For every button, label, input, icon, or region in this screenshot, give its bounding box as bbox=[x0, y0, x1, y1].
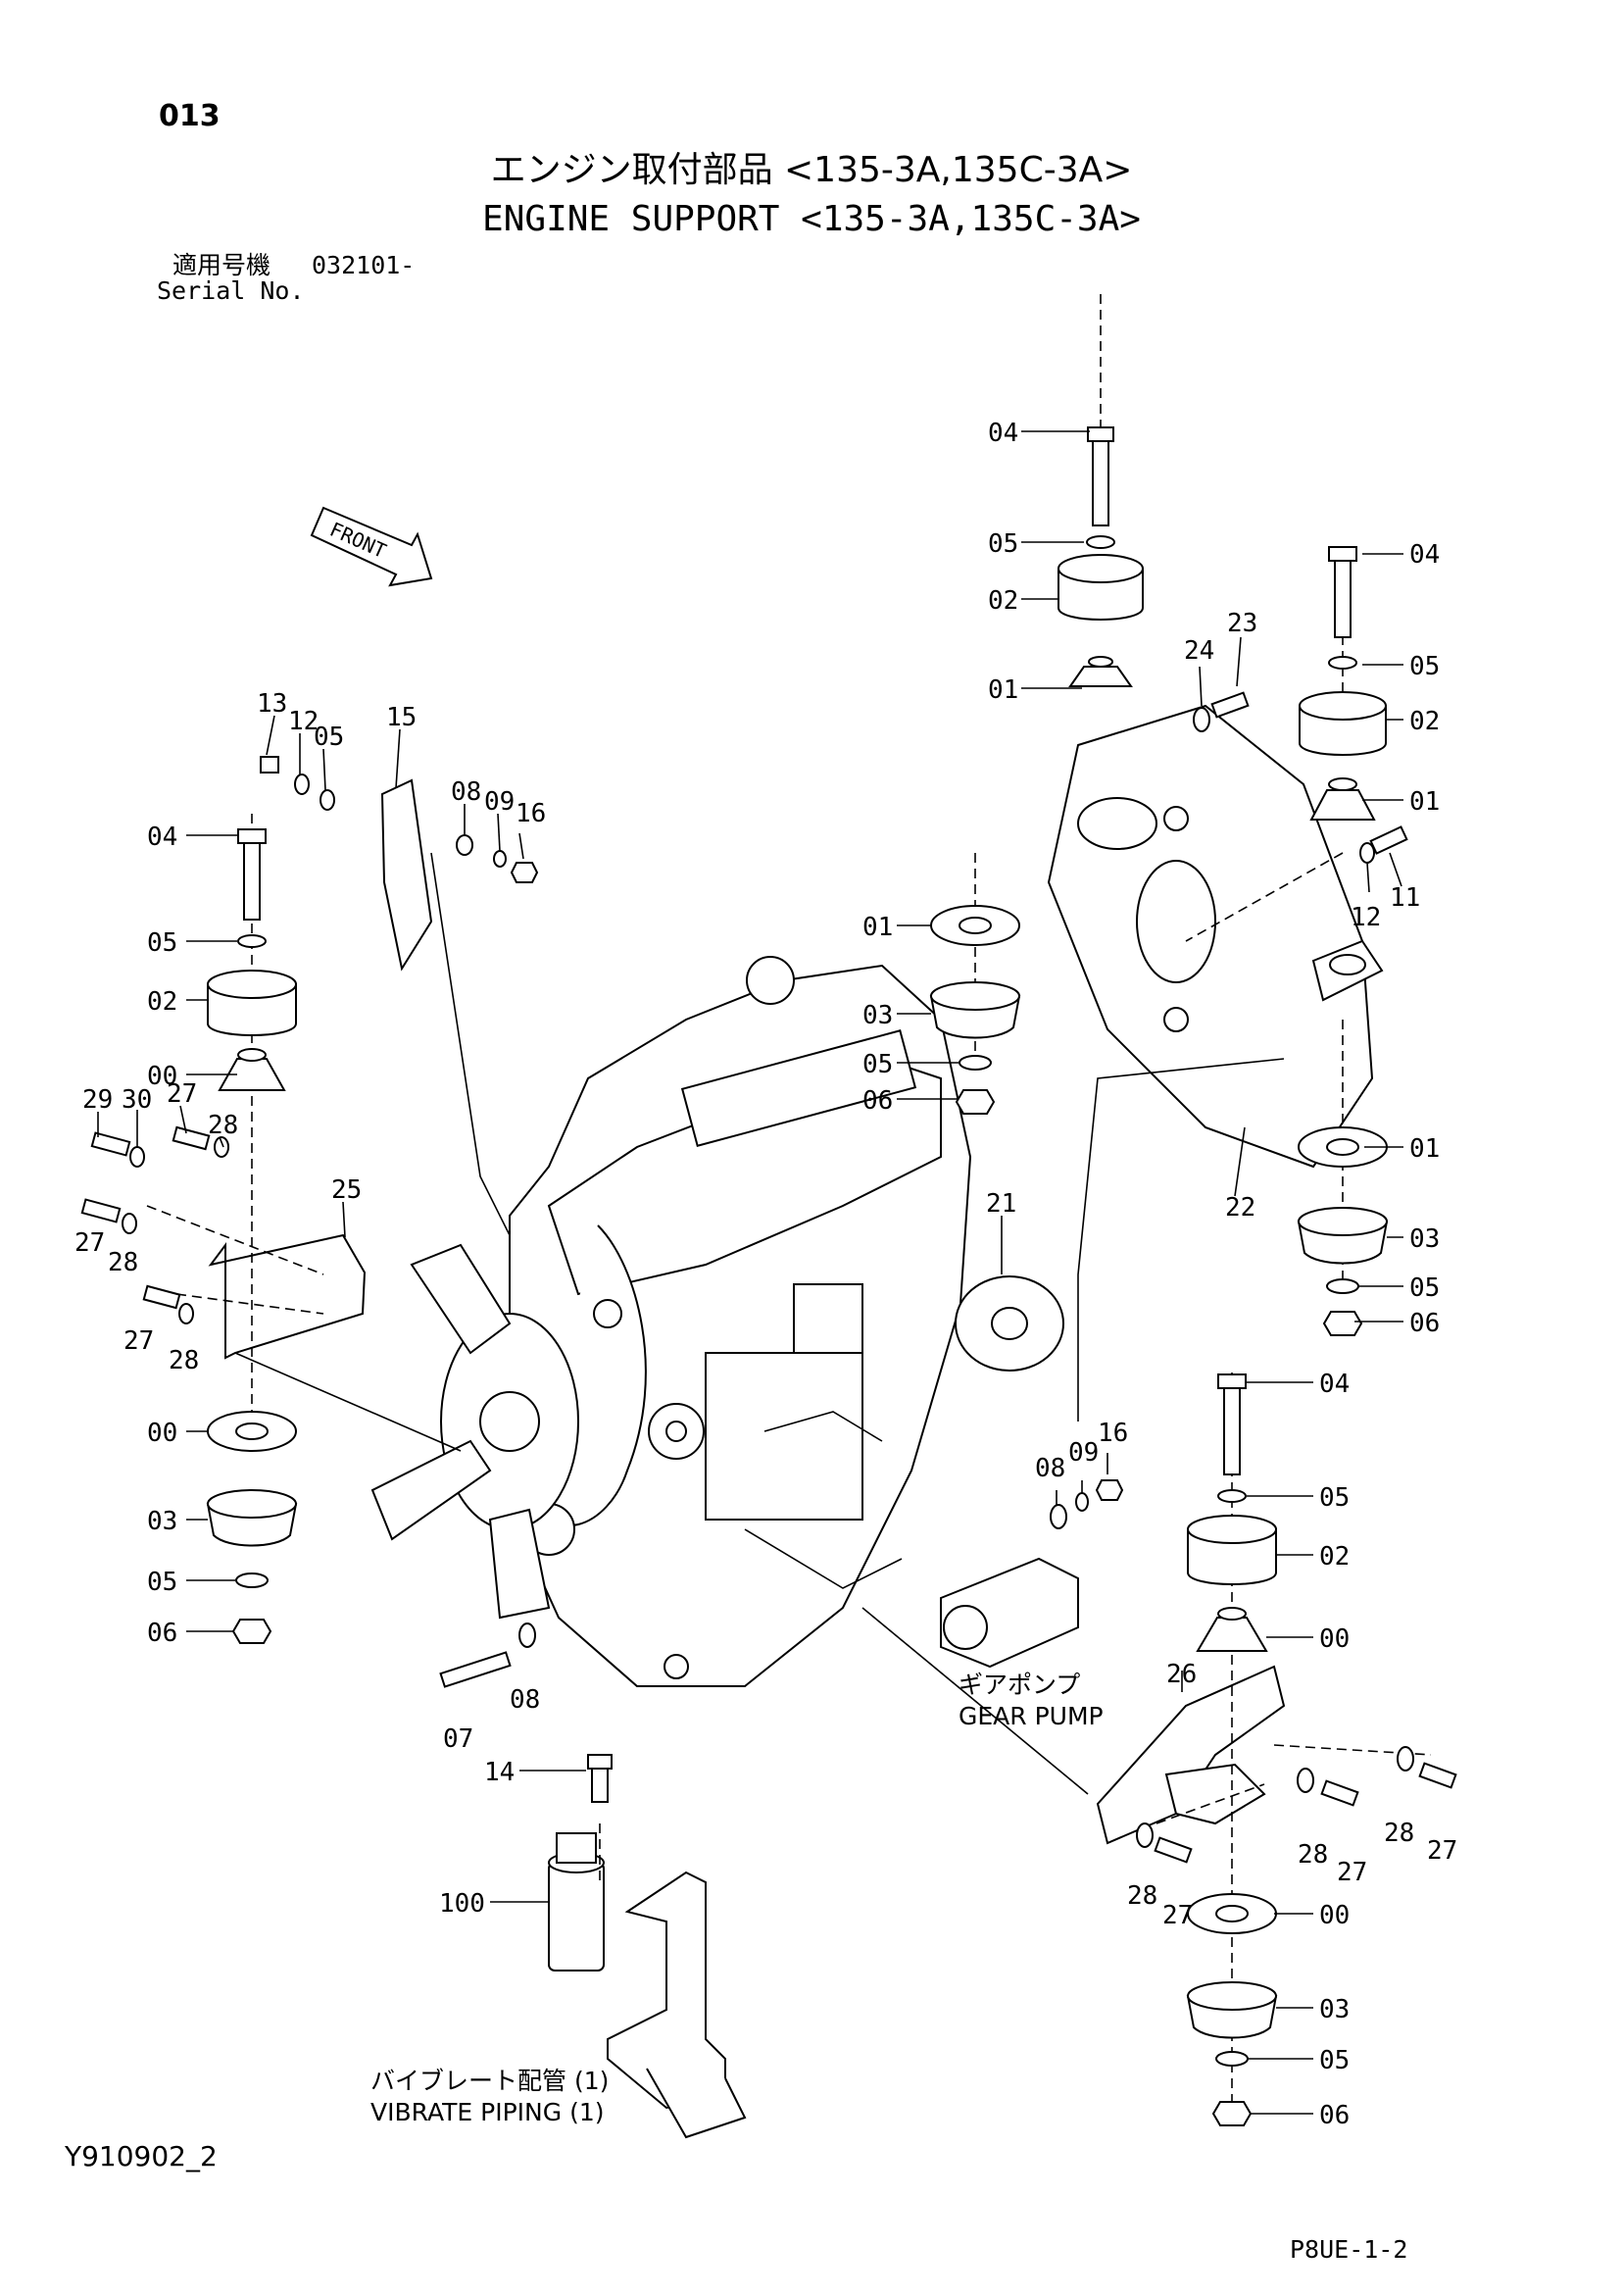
engine-block bbox=[509, 956, 972, 1687]
callout-27-b: 27 bbox=[74, 1228, 105, 1258]
front-arrow-icon: FRONT bbox=[310, 506, 433, 587]
callout-02-top: 02 bbox=[988, 586, 1018, 616]
callout-02-left: 02 bbox=[147, 987, 177, 1017]
serial-label-japanese: 適用号機 bbox=[172, 251, 271, 279]
callout-29: 29 bbox=[82, 1085, 113, 1115]
callout-07: 07 bbox=[443, 1724, 473, 1754]
page-title-english: ENGINE SUPPORT <135-3A,135C-3A> bbox=[482, 199, 1141, 239]
callout-100: 100 bbox=[439, 1889, 485, 1919]
callout-26: 26 bbox=[1166, 1660, 1197, 1689]
callout-05-top: 05 bbox=[988, 529, 1018, 559]
callout-03-mid: 03 bbox=[862, 1001, 893, 1030]
cooling-fan bbox=[370, 1243, 579, 1620]
callout-06-left: 06 bbox=[147, 1619, 177, 1648]
left-bracket bbox=[208, 1233, 367, 1360]
callout-13: 13 bbox=[257, 689, 287, 719]
callout-24: 24 bbox=[1184, 636, 1214, 666]
callout-00-bottom-lower: 00 bbox=[1319, 1901, 1350, 1930]
callout-09-top: 09 bbox=[484, 787, 515, 817]
sheet-reference: P8UE-1-2 bbox=[1290, 2235, 1408, 2264]
vibrate-piping-label-en: VIBRATE PIPING (1) bbox=[370, 2098, 605, 2126]
leader-lines bbox=[97, 430, 1403, 2115]
callout-28-a: 28 bbox=[208, 1111, 238, 1140]
callout-05-mid: 05 bbox=[862, 1050, 893, 1079]
callout-00-left-lower: 00 bbox=[147, 1419, 177, 1448]
flywheel-housing bbox=[1047, 704, 1384, 1169]
bottom-right-mount-parts bbox=[439, 1373, 1457, 2126]
callout-28-br-a: 28 bbox=[1298, 1840, 1328, 1870]
callout-05-left: 05 bbox=[147, 928, 177, 958]
callout-14: 14 bbox=[484, 1758, 515, 1787]
document-id: Y910902_2 bbox=[65, 2140, 218, 2172]
vibrate-piping-label-jp: バイブレート配管 (1) bbox=[370, 2067, 610, 2095]
vibrate-piping-bracket bbox=[548, 1832, 747, 2139]
callout-00-bottom: 00 bbox=[1319, 1624, 1350, 1654]
callout-08-pump: 08 bbox=[1035, 1454, 1065, 1483]
callout-27-a: 27 bbox=[167, 1079, 197, 1109]
callout-27-br-b: 27 bbox=[1427, 1836, 1457, 1866]
serial-number-value: 032101- bbox=[312, 251, 416, 279]
callout-27-br-c: 27 bbox=[1162, 1901, 1193, 1930]
right-bracket bbox=[1096, 1665, 1286, 1845]
page-title-japanese: エンジン取付部品 <135-3A,135C-3A> bbox=[490, 150, 1133, 190]
callout-15: 15 bbox=[386, 703, 417, 732]
callout-27-c: 27 bbox=[123, 1326, 154, 1356]
serial-label-english: Serial No. bbox=[157, 276, 305, 305]
left-mount-parts bbox=[80, 756, 539, 1644]
callout-08-center: 08 bbox=[510, 1685, 540, 1715]
callout-12-right: 12 bbox=[1351, 903, 1381, 932]
callout-04-top: 04 bbox=[988, 419, 1018, 448]
callout-28-c: 28 bbox=[169, 1346, 199, 1375]
callout-02-right: 02 bbox=[1409, 707, 1440, 736]
callout-01-top: 01 bbox=[988, 675, 1018, 705]
callout-11: 11 bbox=[1390, 883, 1420, 913]
callout-25: 25 bbox=[331, 1175, 362, 1205]
callout-01-lower: 01 bbox=[1409, 1134, 1440, 1164]
callout-01-mid: 01 bbox=[862, 913, 893, 942]
callout-05-bottom-lower: 05 bbox=[1319, 2046, 1350, 2075]
callout-05-bottom: 05 bbox=[1319, 1483, 1350, 1513]
callout-05-plate: 05 bbox=[314, 723, 344, 752]
callout-04-right: 04 bbox=[1409, 540, 1440, 570]
callout-03-bottom: 03 bbox=[1319, 1995, 1350, 2024]
callout-03-left: 03 bbox=[147, 1507, 177, 1536]
callout-16-pump: 16 bbox=[1098, 1419, 1128, 1448]
callout-05-lower: 05 bbox=[1409, 1273, 1440, 1303]
callout-28-br-b: 28 bbox=[1384, 1819, 1414, 1848]
callout-08-top: 08 bbox=[451, 777, 481, 807]
callout-05-left-lower: 05 bbox=[147, 1568, 177, 1597]
callout-04-left: 04 bbox=[147, 823, 177, 852]
gear-pump-label-en: GEAR PUMP bbox=[959, 1702, 1104, 1730]
gear-pump-label-jp: ギアポンプ bbox=[959, 1671, 1081, 1699]
callout-21: 21 bbox=[986, 1189, 1016, 1219]
callout-16-top: 16 bbox=[516, 799, 546, 828]
mount-parts bbox=[929, 426, 1408, 1336]
callout-09-pump: 09 bbox=[1068, 1438, 1099, 1468]
callout-30: 30 bbox=[122, 1085, 152, 1115]
callout-05-right: 05 bbox=[1409, 652, 1440, 681]
callout-00-left: 00 bbox=[147, 1062, 177, 1091]
callout-22: 22 bbox=[1225, 1193, 1255, 1223]
coupling bbox=[955, 1275, 1064, 1372]
callout-27-br-a: 27 bbox=[1337, 1858, 1367, 1887]
callout-02-bottom: 02 bbox=[1319, 1542, 1350, 1572]
callout-12-left: 12 bbox=[288, 707, 319, 736]
page-number: 013 bbox=[159, 99, 221, 133]
callout-03-lower: 03 bbox=[1409, 1224, 1440, 1254]
callout-06-bottom: 06 bbox=[1319, 2101, 1350, 2130]
callout-23: 23 bbox=[1227, 609, 1257, 638]
callout-28-br-c: 28 bbox=[1127, 1881, 1157, 1911]
callout-06-lower: 06 bbox=[1409, 1309, 1440, 1338]
callout-01-right: 01 bbox=[1409, 787, 1440, 817]
gear-pump bbox=[940, 1557, 1079, 1669]
callout-28-b: 28 bbox=[108, 1248, 138, 1277]
callout-04-bottom: 04 bbox=[1319, 1370, 1350, 1399]
callout-06-mid: 06 bbox=[862, 1086, 893, 1116]
